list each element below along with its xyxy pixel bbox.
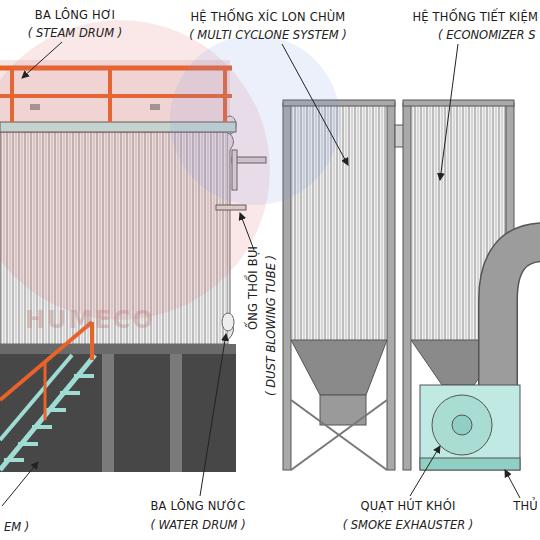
leader-lines-part — [240, 213, 254, 250]
economizer-part — [403, 103, 411, 470]
part-title: HỆ THỐNG TIẾT KIỆM — [412, 10, 538, 24]
stairs-part — [18, 442, 38, 446]
part-subtitle: ( ECONOMIZER S — [438, 28, 536, 42]
boiler-base-part — [170, 354, 182, 472]
leader-lines-part — [200, 334, 226, 496]
leader-lines-part — [22, 42, 62, 78]
smoke-exhauster-part — [432, 395, 492, 455]
smoke-exhauster-part — [420, 458, 520, 470]
stairs-part — [44, 362, 47, 420]
stairs-part — [60, 391, 80, 395]
part-title: THỦ — [513, 499, 538, 513]
watermark: HUMECO — [25, 306, 155, 334]
boiler-base — [0, 344, 236, 472]
part-title: BA LÔNG NƯỚC — [150, 499, 245, 513]
multi-cyclone-part — [387, 103, 395, 470]
part-subtitle: ( MULTI CYCLONE SYSTEM ) — [189, 28, 347, 42]
boiler-base-part — [0, 344, 236, 354]
boiler-base-part — [0, 344, 236, 472]
part-subtitle: ( DUST BLOWING TUBE ) — [264, 255, 278, 396]
part-subtitle: ( WATER DRUM ) — [150, 518, 245, 532]
part-title: BA LÔNG HƠI — [35, 8, 115, 22]
flue-duct — [498, 242, 540, 392]
smoke-exhauster — [420, 385, 520, 470]
stairs-part — [46, 408, 66, 412]
leader-lines-part — [505, 470, 520, 498]
stairs-part — [4, 458, 24, 462]
flue-duct-part — [498, 242, 540, 392]
part-subtitle: ( SMOKE EXHAUSTER ) — [343, 518, 474, 532]
stairs — [0, 322, 95, 470]
part-title: QUẠT HÚT KHÓI — [361, 499, 456, 513]
boiler-base-part — [102, 354, 114, 472]
leader-lines-part — [440, 44, 458, 180]
stairs-part — [74, 374, 94, 378]
smoke-exhauster-part — [452, 415, 472, 435]
stairs-part — [0, 355, 95, 470]
multi-cyclone-part — [291, 400, 387, 470]
smoke-exhauster-part — [420, 385, 520, 470]
stairs-part — [32, 425, 52, 429]
leader-lines-part — [410, 446, 440, 496]
multi-cyclone-part — [291, 400, 387, 470]
economizer-part — [403, 100, 514, 106]
part-title: HỆ THỐNG XÍC LON CHÙM — [191, 10, 346, 24]
multi-cyclone-part — [291, 340, 387, 395]
flue-duct-part — [498, 242, 540, 392]
part-subtitle: ( STEAM DRUM ) — [28, 26, 123, 40]
leader-lines-part — [2, 462, 38, 506]
watermark-logo — [0, 20, 340, 320]
part-subtitle: EM ) — [4, 520, 29, 534]
part-title: ỐNG THỔI BỤI — [246, 246, 260, 330]
boiler-body-part — [222, 313, 234, 331]
leader-lines-part — [282, 44, 348, 165]
watermark-logo-part — [170, 35, 340, 205]
leader-lines — [2, 42, 520, 506]
